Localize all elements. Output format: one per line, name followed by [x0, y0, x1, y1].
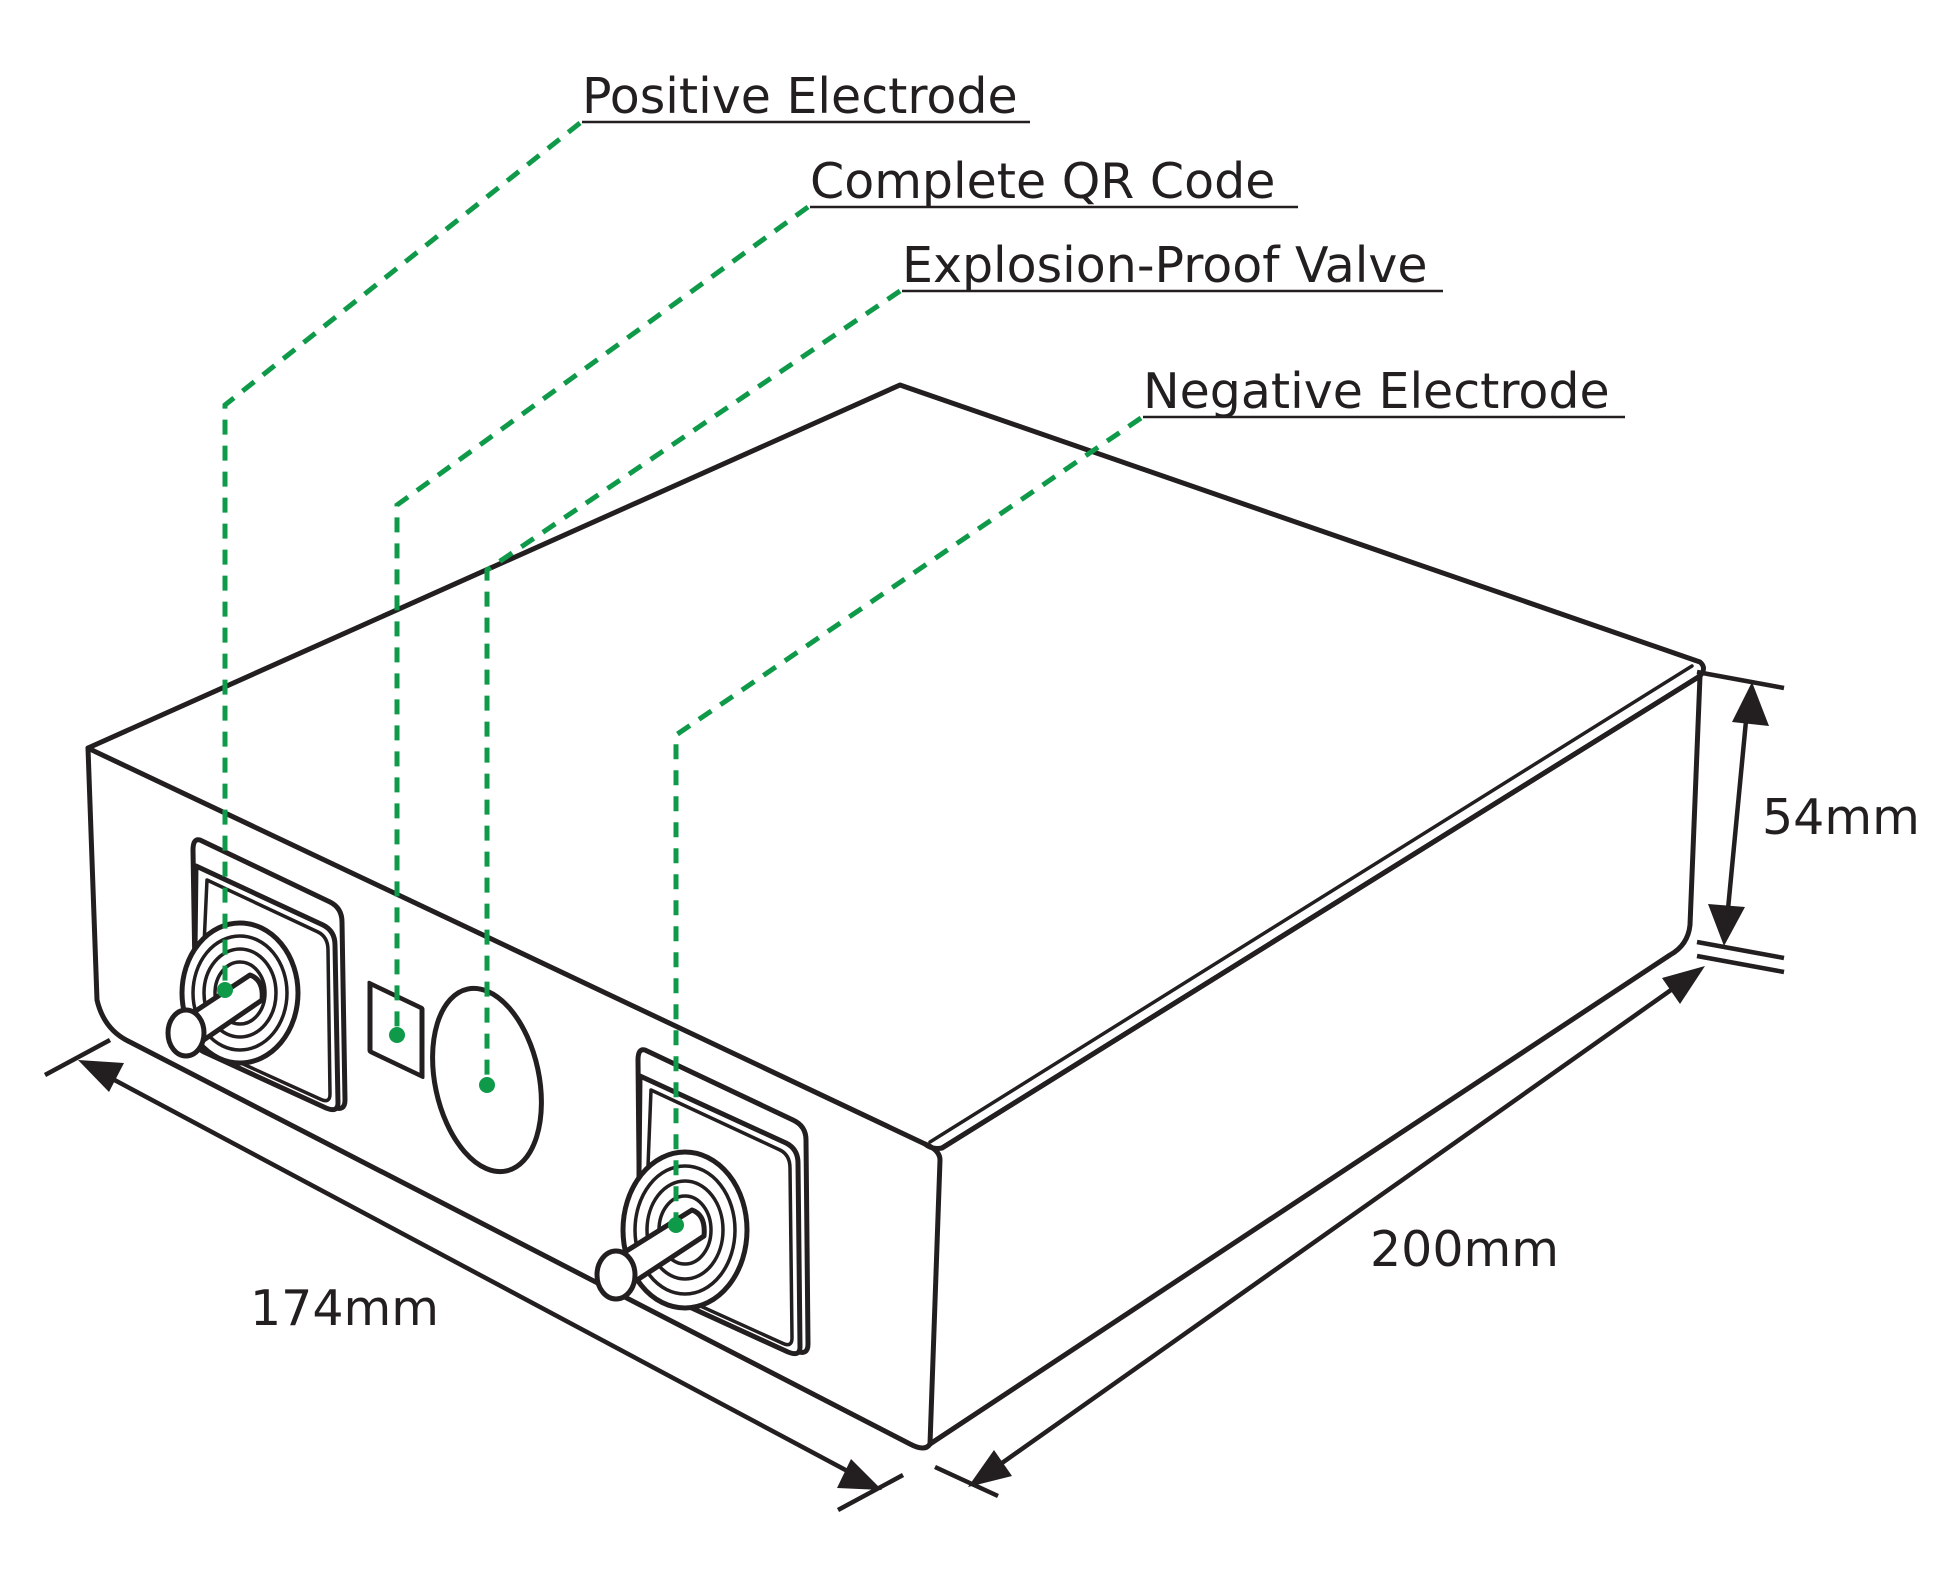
leader-dot-valve — [479, 1077, 495, 1093]
negative-terminal — [594, 1047, 811, 1357]
leader-line-negative — [673, 415, 1143, 1225]
battery-bevel-line — [928, 664, 1694, 1144]
dimension-width: 174mm — [43, 1038, 905, 1512]
dimension-width-text: 174mm — [250, 1280, 439, 1337]
label-positive-electrode: Positive Electrode — [582, 68, 1018, 125]
dimension-height: 54mm — [1696, 669, 1920, 975]
leader-line-qr — [394, 204, 810, 1035]
battery-front-face — [85, 745, 943, 1451]
battery-body — [85, 382, 1706, 1451]
dimension-length: 200mm — [934, 966, 1705, 1499]
leader-lines — [217, 121, 1143, 1233]
positive-terminal — [165, 837, 348, 1113]
leader-dot-qr — [389, 1027, 405, 1043]
label-negative-electrode: Negative Electrode — [1143, 363, 1610, 420]
leader-dot-negative — [668, 1217, 684, 1233]
dimension-length-text: 200mm — [1370, 1221, 1559, 1278]
callout-labels: Positive Electrode Complete QR Code Expl… — [582, 68, 1625, 420]
label-complete-qr-code: Complete QR Code — [810, 153, 1275, 210]
leader-dot-positive — [217, 982, 233, 998]
battery-side-face — [927, 673, 1703, 1447]
leader-line-positive — [222, 121, 582, 990]
leader-line-valve — [484, 288, 902, 1085]
label-explosion-proof-valve: Explosion-Proof Valve — [902, 237, 1428, 294]
dimension-height-text: 54mm — [1762, 789, 1920, 846]
